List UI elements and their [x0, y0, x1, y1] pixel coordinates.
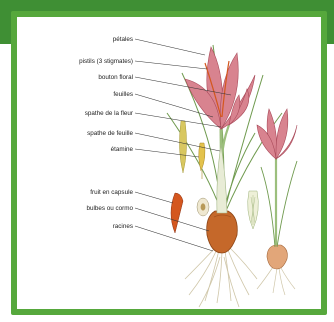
label-spathe-fleur: spathe de la fleur	[85, 110, 133, 117]
saffron-plant-diagram: pétales pistils (3 stigmates) bouton flo…	[17, 17, 321, 309]
label-racines: racines	[113, 223, 133, 230]
secondary-plant-illustration	[257, 109, 297, 295]
corm-drawing	[207, 211, 238, 253]
spathe-drawing	[217, 145, 227, 213]
label-fruit-capsule: fruit en capsule	[90, 189, 133, 196]
corm-section-detail	[248, 191, 259, 229]
label-bouton-floral: bouton floral	[98, 74, 133, 81]
capsule-detail	[171, 193, 183, 233]
label-petales: pétales	[113, 36, 133, 43]
part-labels: pétales pistils (3 stigmates) bouton flo…	[79, 36, 133, 230]
label-spathe-feuille: spathe de feuille	[87, 130, 133, 137]
label-pistils: pistils (3 stigmates)	[79, 58, 133, 65]
illustration-frame: pétales pistils (3 stigmates) bouton flo…	[11, 11, 327, 315]
label-etamine: étamine	[111, 146, 134, 153]
flower-upper	[185, 47, 255, 129]
label-feuilles: feuilles	[113, 91, 133, 98]
label-bulbes: bulbes ou cormo	[86, 205, 133, 212]
seed-detail	[197, 198, 209, 216]
spathe-detail	[179, 121, 186, 173]
roots-drawing	[185, 248, 257, 307]
main-plant-illustration	[167, 45, 282, 307]
